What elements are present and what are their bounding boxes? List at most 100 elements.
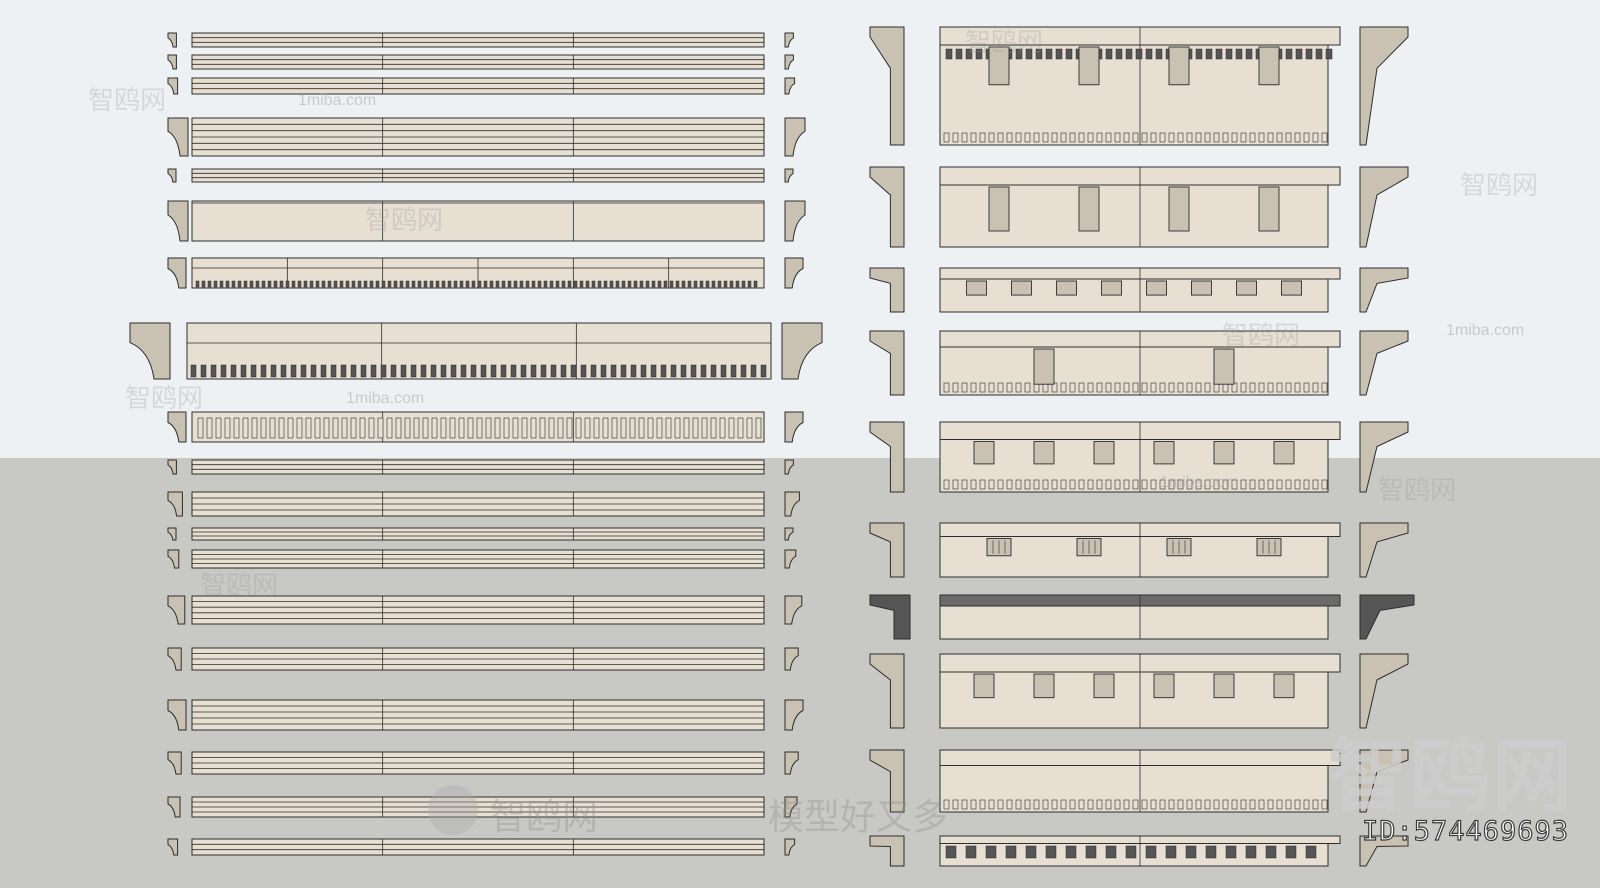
- cornice-body: [939, 278, 1329, 313]
- dentil-block: [405, 280, 410, 288]
- dentil-block: [255, 280, 260, 288]
- dentil-block: [1258, 479, 1265, 490]
- dentil-block: [1276, 479, 1283, 490]
- dentil-block: [550, 364, 557, 378]
- end-profile-right: [784, 595, 803, 625]
- dentil-block: [1006, 479, 1013, 490]
- flute: [350, 417, 357, 439]
- dentil-block: [681, 280, 686, 288]
- dentil-block: [1132, 132, 1139, 143]
- dentil-block: [1114, 479, 1121, 490]
- dentil-block: [309, 280, 314, 288]
- molding-strip-left: [191, 699, 765, 731]
- dentil-block: [1285, 48, 1293, 60]
- dentil-block: [1141, 132, 1148, 143]
- flute: [224, 417, 231, 439]
- flute: [269, 417, 276, 439]
- dentil-block: [997, 132, 1004, 143]
- dentil-block: [273, 280, 278, 288]
- dentil-block: [220, 364, 227, 378]
- dentil-block: [213, 280, 218, 288]
- flute: [512, 417, 519, 439]
- dentil-block: [1204, 799, 1211, 810]
- dentil-block: [690, 364, 697, 378]
- dentil-block: [390, 364, 397, 378]
- flute: [440, 417, 447, 439]
- bracket-block: [988, 186, 1010, 232]
- dentil-block: [1222, 132, 1229, 143]
- dentil-block: [1235, 48, 1243, 60]
- dentil-block: [590, 364, 597, 378]
- dentil-block: [1159, 382, 1166, 393]
- end-profile-left: [129, 322, 171, 380]
- dentil-block: [243, 280, 248, 288]
- dentil-block: [669, 280, 674, 288]
- section-profile-right: [1359, 653, 1409, 729]
- dentil-block: [1105, 799, 1112, 810]
- dentil-block: [1006, 382, 1013, 393]
- dentil-block: [1060, 799, 1067, 810]
- dentil-block: [680, 364, 687, 378]
- dentil-block: [979, 799, 986, 810]
- dentil-block: [720, 364, 727, 378]
- dentil-block: [417, 280, 422, 288]
- dentil-block: [1177, 799, 1184, 810]
- section-profile-right: [1359, 166, 1409, 248]
- dentil-block: [250, 364, 257, 378]
- dentil-block: [730, 364, 737, 378]
- dentil-block: [1115, 48, 1123, 60]
- dentil-block: [399, 280, 404, 288]
- section-profile-right: [1359, 421, 1409, 493]
- dentil-block: [988, 799, 995, 810]
- dentil-block: [230, 364, 237, 378]
- dentil-block: [195, 280, 200, 288]
- dentil-block: [1204, 132, 1211, 143]
- molding-strip-left: [191, 200, 765, 242]
- dentil-block: [1249, 382, 1256, 393]
- flute: [647, 417, 654, 439]
- flute: [341, 417, 348, 439]
- section-profile-right: [1359, 330, 1409, 396]
- dentil-block: [1285, 479, 1292, 490]
- dentil-block: [1303, 382, 1310, 393]
- flute: [755, 417, 762, 439]
- end-profile-left: [167, 549, 180, 569]
- end-profile-left: [167, 527, 177, 541]
- dentil-block: [330, 364, 337, 378]
- flute: [251, 417, 258, 439]
- dentil-block: [961, 799, 968, 810]
- dentil-block: [952, 382, 959, 393]
- dentil-block: [1231, 132, 1238, 143]
- dentil-block: [1276, 382, 1283, 393]
- dentil-block: [952, 799, 959, 810]
- dentil-block: [1078, 479, 1085, 490]
- dentil-block: [979, 132, 986, 143]
- dentil-block: [1195, 479, 1202, 490]
- dentil-block: [1045, 48, 1053, 60]
- bracket-block: [966, 280, 987, 296]
- flute: [494, 417, 501, 439]
- dentil-block: [1276, 132, 1283, 143]
- dentil-block: [1186, 132, 1193, 143]
- dentil-block: [670, 364, 677, 378]
- dentil-block: [1249, 799, 1256, 810]
- dentil-block: [1055, 48, 1063, 60]
- dentil-block: [1294, 799, 1301, 810]
- flute: [548, 417, 555, 439]
- section-profile-left: [869, 653, 905, 729]
- flute: [305, 417, 312, 439]
- flute: [656, 417, 663, 439]
- dentil-block: [997, 479, 1004, 490]
- dentil-block: [1213, 799, 1220, 810]
- bracket-block: [1258, 186, 1280, 232]
- dentil-block: [471, 280, 476, 288]
- dentil-block: [1078, 132, 1085, 143]
- dentil-block: [1285, 382, 1292, 393]
- section-profile-right: [1359, 594, 1415, 640]
- flute: [719, 417, 726, 439]
- bracket-block: [1168, 186, 1190, 232]
- dentil-block: [1249, 479, 1256, 490]
- dentil-block: [1168, 382, 1175, 393]
- section-profile-right: [1359, 749, 1409, 813]
- checker-block: [1205, 845, 1217, 859]
